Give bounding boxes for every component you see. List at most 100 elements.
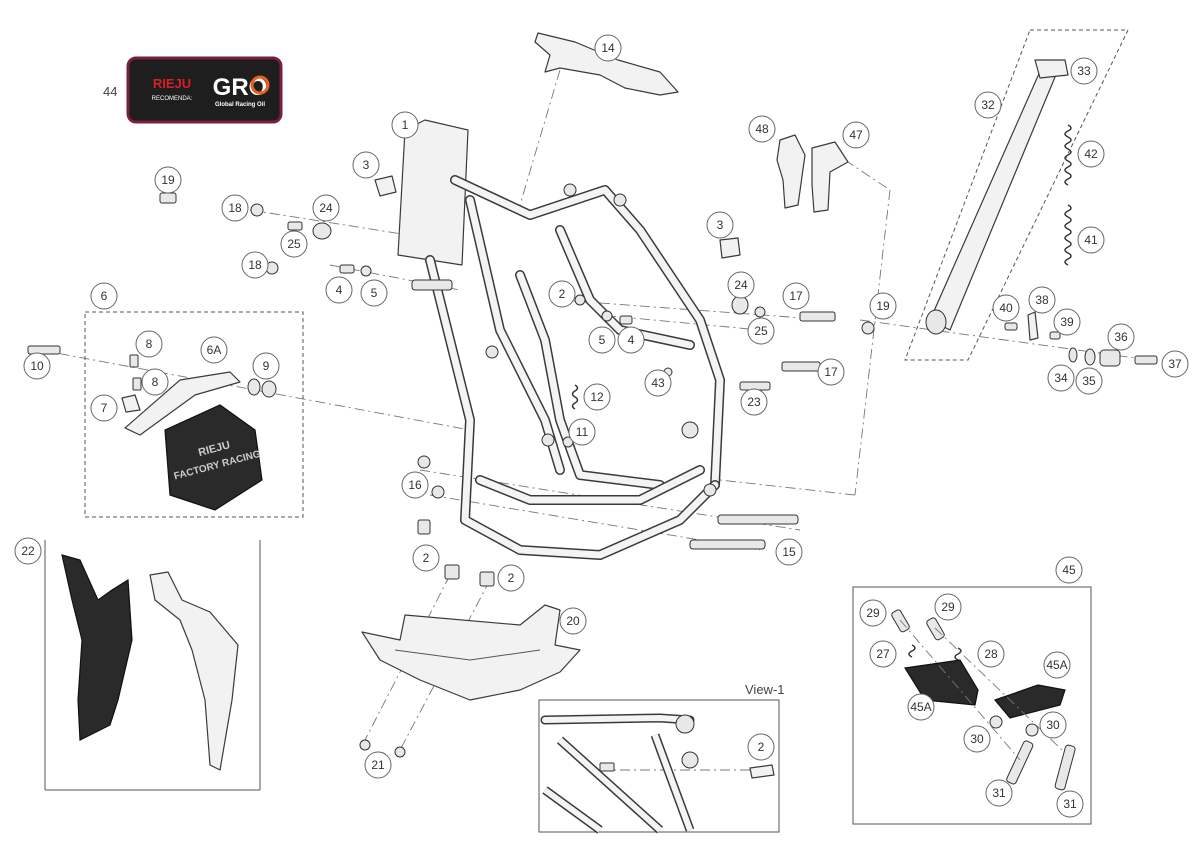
- callout-30[interactable]: 30: [1039, 711, 1067, 739]
- svg-text:8: 8: [152, 375, 159, 389]
- svg-text:37: 37: [1168, 357, 1182, 371]
- callout-29[interactable]: 29: [934, 593, 962, 621]
- badge-brand: RIEJU: [153, 76, 191, 91]
- callout-2[interactable]: 2: [412, 544, 440, 572]
- callout-18[interactable]: 18: [241, 251, 269, 279]
- callout-9[interactable]: 9: [252, 352, 280, 380]
- callout-33[interactable]: 33: [1070, 57, 1098, 85]
- callout-2[interactable]: 2: [497, 564, 525, 592]
- callout-1[interactable]: 1: [391, 111, 419, 139]
- callout-48[interactable]: 48: [748, 115, 776, 143]
- callout-15[interactable]: 15: [775, 538, 803, 566]
- callout-41[interactable]: 41: [1077, 226, 1105, 254]
- svg-text:16: 16: [408, 478, 422, 492]
- ignition-cover: RIEJU FACTORY RACING: [121, 354, 277, 511]
- callout-32[interactable]: 32: [974, 91, 1002, 119]
- callout-4[interactable]: 4: [617, 326, 645, 354]
- callout-4[interactable]: 4: [325, 276, 353, 304]
- callout-45[interactable]: 45: [1055, 556, 1083, 584]
- callout-3[interactable]: 3: [352, 151, 380, 179]
- fasteners: [27, 192, 1158, 758]
- svg-text:3: 3: [363, 158, 370, 172]
- svg-text:3: 3: [717, 218, 724, 232]
- callout-8[interactable]: 8: [135, 330, 163, 358]
- svg-text:39: 39: [1060, 315, 1074, 329]
- callout-38[interactable]: 38: [1028, 286, 1056, 314]
- view-1-inset: View-1: [538, 682, 785, 834]
- callout-2[interactable]: 2: [548, 280, 576, 308]
- svg-text:10: 10: [30, 359, 44, 373]
- svg-text:14: 14: [601, 41, 615, 55]
- callout-25[interactable]: 25: [280, 230, 308, 258]
- callout-8[interactable]: 8: [141, 368, 169, 396]
- callout-45A[interactable]: 45A: [907, 693, 935, 721]
- svg-text:45A: 45A: [1046, 658, 1067, 672]
- callout-22[interactable]: 22: [14, 537, 42, 565]
- callout-27[interactable]: 27: [869, 640, 897, 668]
- callout-47[interactable]: 47: [842, 121, 870, 149]
- callout-42[interactable]: 42: [1077, 140, 1105, 168]
- svg-text:11: 11: [576, 425, 589, 439]
- callout-36[interactable]: 36: [1107, 323, 1135, 351]
- svg-text:25: 25: [754, 324, 768, 338]
- side-stand: [904, 29, 1129, 361]
- callout-40[interactable]: 40: [992, 294, 1020, 322]
- callout-35[interactable]: 35: [1075, 367, 1103, 395]
- callout-19[interactable]: 19: [869, 292, 897, 320]
- callout-28[interactable]: 28: [977, 640, 1005, 668]
- callout-6A[interactable]: 6A: [200, 336, 228, 364]
- callout-31[interactable]: 31: [1056, 790, 1084, 818]
- callout-34[interactable]: 34: [1047, 364, 1075, 392]
- svg-text:31: 31: [992, 786, 1006, 800]
- badge-text: RECOMENDA:: [152, 96, 193, 102]
- svg-text:6A: 6A: [207, 343, 222, 357]
- callout-3[interactable]: 3: [706, 211, 734, 239]
- svg-text:33: 33: [1077, 64, 1091, 78]
- callout-43[interactable]: 43: [644, 369, 672, 397]
- callout-12[interactable]: 12: [583, 383, 611, 411]
- callout-21[interactable]: 21: [364, 751, 392, 779]
- callout-37[interactable]: 37: [1161, 350, 1189, 378]
- callout-18[interactable]: 18: [221, 194, 249, 222]
- callout-25[interactable]: 25: [747, 317, 775, 345]
- svg-text:15: 15: [782, 545, 796, 559]
- callout-10[interactable]: 10: [23, 352, 51, 380]
- svg-text:40: 40: [999, 301, 1013, 315]
- frame-guards: [44, 540, 261, 791]
- callout-5[interactable]: 5: [360, 279, 388, 307]
- callout-7[interactable]: 7: [90, 394, 118, 422]
- callout-11[interactable]: 11: [568, 418, 596, 446]
- svg-text:25: 25: [287, 237, 301, 251]
- svg-text:34: 34: [1054, 371, 1068, 385]
- callout-17[interactable]: 17: [782, 282, 810, 310]
- callout-14[interactable]: 14: [594, 34, 622, 62]
- callout-16[interactable]: 16: [401, 471, 429, 499]
- callout-2[interactable]: 2: [747, 733, 775, 761]
- callout-5[interactable]: 5: [588, 326, 616, 354]
- callout-29[interactable]: 29: [859, 599, 887, 627]
- svg-text:12: 12: [590, 390, 604, 404]
- svg-text:45A: 45A: [910, 700, 931, 714]
- callout-23[interactable]: 23: [740, 388, 768, 416]
- svg-text:2: 2: [559, 287, 566, 301]
- callout-24[interactable]: 24: [312, 194, 340, 222]
- svg-text:21: 21: [371, 758, 385, 772]
- callout-45A[interactable]: 45A: [1043, 651, 1071, 679]
- footpeg-assembly: [852, 586, 1092, 825]
- callout-17[interactable]: 17: [817, 358, 845, 386]
- callout-6[interactable]: 6: [90, 282, 118, 310]
- badge-tagline: Global Racing Oil: [215, 102, 265, 108]
- svg-text:47: 47: [849, 128, 863, 142]
- callout-30[interactable]: 30: [963, 725, 991, 753]
- svg-text:8: 8: [146, 337, 153, 351]
- callout-24[interactable]: 24: [727, 271, 755, 299]
- svg-text:29: 29: [941, 600, 955, 614]
- callout-31[interactable]: 31: [985, 779, 1013, 807]
- group-6-box: [84, 311, 304, 518]
- svg-text:17: 17: [824, 365, 838, 379]
- callout-19[interactable]: 19: [154, 166, 182, 194]
- callout-20[interactable]: 20: [559, 607, 587, 635]
- callout-39[interactable]: 39: [1053, 308, 1081, 336]
- svg-text:22: 22: [21, 544, 35, 558]
